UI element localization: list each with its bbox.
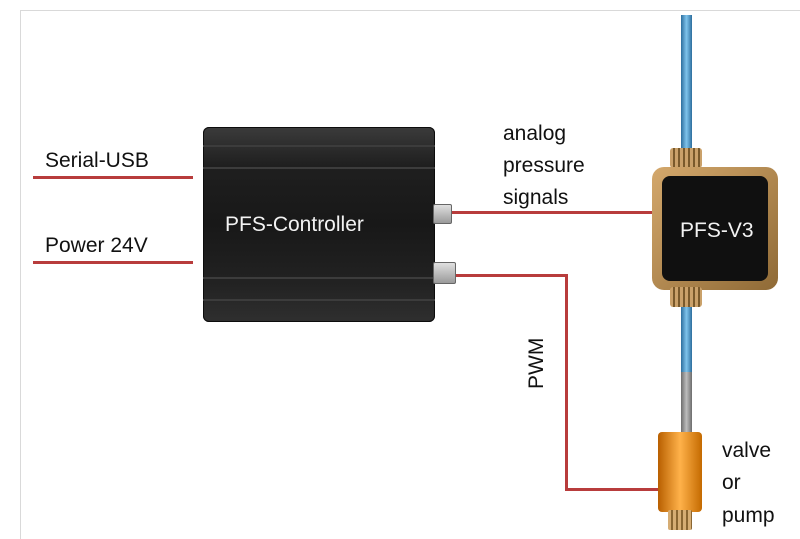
analog-label-line1: analog (503, 122, 567, 145)
power-label: Power 24V (45, 234, 148, 257)
controller-analog-port (433, 204, 452, 224)
pfs-controller-box (203, 127, 435, 322)
analog-label-line2: pressure (503, 154, 585, 177)
valve-label-line1: valve (722, 439, 772, 462)
valve-label-line2: or (722, 471, 741, 494)
frame-top (20, 10, 800, 11)
pwm-label: PWM (525, 337, 548, 389)
controller-groove (203, 145, 435, 147)
sensor-bottom-fitting (670, 287, 702, 307)
serial-usb-wire (33, 176, 193, 179)
controller-groove (203, 299, 435, 301)
power-wire (33, 261, 193, 264)
controller-groove (203, 167, 435, 169)
frame-left (20, 10, 21, 539)
tube-middle (681, 303, 692, 373)
valve-body (658, 432, 702, 512)
pwm-wire-horizontal-bottom (565, 488, 659, 491)
pfs-v3-sensor (652, 167, 778, 290)
tube-grey-section (681, 372, 692, 434)
pwm-wire-vertical (565, 274, 568, 491)
controller-groove (203, 277, 435, 279)
tube-top (681, 15, 692, 152)
analog-label-line3: signals (503, 186, 569, 209)
analog-signal-wire (452, 211, 654, 214)
sensor-label: PFS-V3 (680, 219, 754, 242)
sensor-face (662, 176, 768, 281)
sensor-top-fitting (670, 148, 702, 168)
serial-usb-label: Serial-USB (45, 149, 149, 172)
pwm-wire-horizontal-top (454, 274, 568, 277)
valve-label-line3: pump (722, 504, 775, 527)
valve-fitting (668, 510, 692, 530)
controller-label: PFS-Controller (225, 213, 364, 236)
controller-pwm-port (433, 262, 456, 284)
